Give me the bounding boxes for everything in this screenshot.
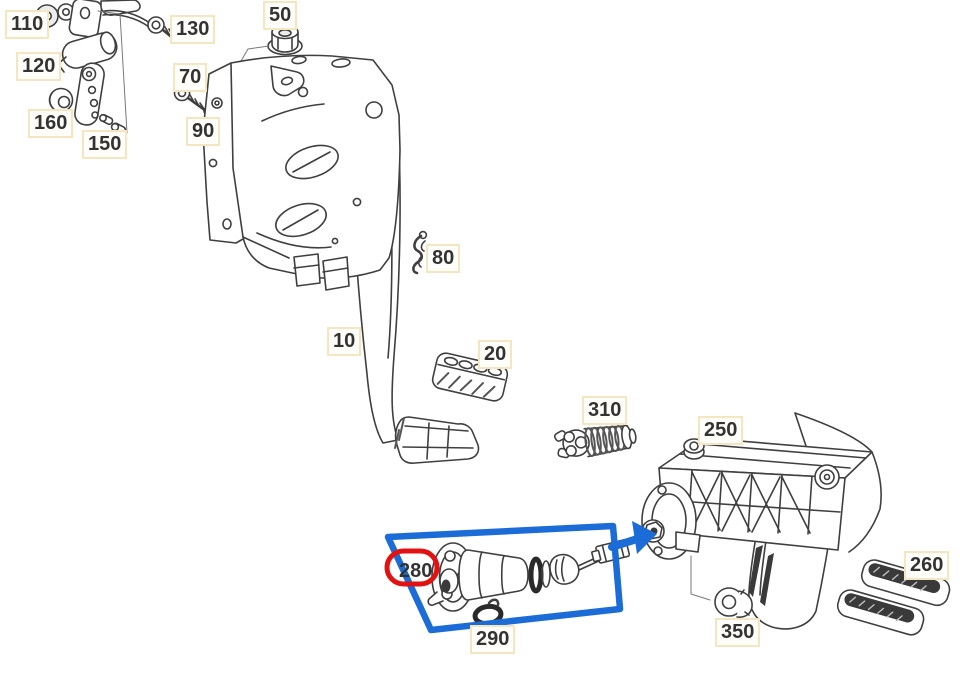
part-label-120[interactable]: 120 — [16, 52, 62, 81]
part-label-310[interactable]: 310 — [582, 396, 628, 425]
part-bracket-250 — [641, 412, 882, 630]
part-label-260[interactable]: 260 — [904, 551, 950, 580]
part-label-70[interactable]: 70 — [173, 63, 208, 92]
part-sensor-bracket — [68, 0, 152, 38]
part-grommet-290 — [472, 598, 504, 627]
part-label-350[interactable]: 350 — [715, 618, 761, 647]
part-label-130[interactable]: 130 — [170, 15, 216, 44]
part-label-20[interactable]: 20 — [478, 340, 513, 369]
part-sensor-120 — [57, 31, 118, 126]
part-clip-80 — [412, 230, 428, 275]
part-label-160[interactable]: 160 — [28, 109, 74, 138]
part-spring-310 — [553, 424, 637, 459]
part-label-110[interactable]: 110 — [5, 10, 50, 39]
part-label-50[interactable]: 50 — [263, 1, 298, 30]
part-label-90[interactable]: 90 — [186, 117, 221, 146]
part-label-150[interactable]: 150 — [82, 130, 128, 159]
part-master-cylinder-280 — [427, 538, 631, 612]
part-label-280[interactable]: 280 — [399, 560, 433, 582]
part-pedal-assembly-10 — [202, 54, 480, 464]
part-label-290[interactable]: 290 — [470, 625, 516, 654]
part-nut-350 — [714, 587, 753, 618]
part-label-80[interactable]: 80 — [426, 244, 461, 273]
part-label-10[interactable]: 10 — [327, 327, 362, 356]
part-nut-50 — [240, 24, 303, 62]
sensor-boundary-line — [97, 10, 128, 134]
part-label-250[interactable]: 250 — [698, 416, 744, 445]
